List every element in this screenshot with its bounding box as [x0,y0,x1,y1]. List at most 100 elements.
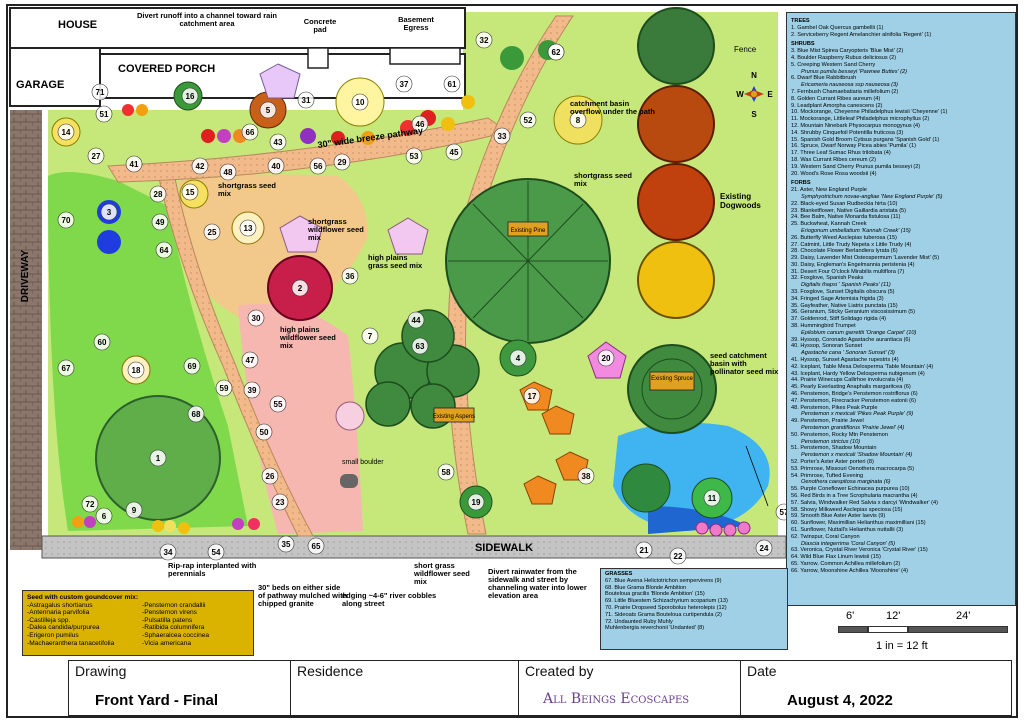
left-pathway [157,173,314,537]
grasses-list: 67. Blue Avena Helictotrichon sempervire… [605,578,783,632]
legend-entry: 44. Prairie Winecups Callirhoe involucra… [791,377,904,384]
legend-entry: 6. Dwarf Blue Rabbitbrush [791,75,857,82]
legend-entry: 46. Penstemon, Bridge's Penstemon rostri… [791,391,918,398]
shortgrass-wildflower-label: shortgrass wildflower seed mix [308,218,364,242]
existing-aspens-label: Existing Aspens [433,414,475,420]
legend-entry: 8. Golden Currant Ribes aureum (4) [791,95,881,102]
plant-marker-number: 71 [96,88,105,97]
plant-marker-number: 10 [356,98,365,107]
right-pathway [447,15,574,535]
legend-entry: 1. Gambel Oak Quercus gambellii (1) [791,24,884,31]
garage-label: GARAGE [16,79,64,91]
plant-marker-circle [100,203,118,221]
plant-marker-number: 59 [220,384,229,393]
plant-marker-number: 67 [62,364,71,373]
legend-entry: 63. Veronica, Crystal River Veronica 'Cr… [791,547,928,554]
drawing-cell: Drawing Front Yard - Final [69,661,291,715]
plant-marker-circle [181,183,199,201]
legend-entry: 43. Iceplant, Hardy Yellow Delosperma nu… [791,370,925,377]
plant-marker-number: 62 [552,48,561,57]
legend-entry: 57. Salvia, Windwalker Red Salvia x darc… [791,499,939,506]
legend-entry: 25. Buckwheat, Kannah Creek [791,221,867,228]
plant-marker-number: 23 [276,498,285,507]
plant-marker-circle [95,507,113,525]
plant-marker-number: 36 [346,272,355,281]
plan-drawing: Existing Pine Existing Spruce Existing A… [9,7,793,608]
drawing-label: Drawing [75,663,127,679]
plant-marker-circle [309,157,327,175]
high-plains-wildflower-label: high plains wildflower seed mix [280,326,336,350]
basement-egress [389,47,461,65]
legend-entry: 51. Penstemon, Shadow Mountain [791,445,877,452]
date-value: August 4, 2022 [787,692,893,709]
plant-marker-circle [395,75,413,93]
compass-n: N [751,71,757,80]
plant-marker-number: 6 [102,512,107,521]
residence-label: Residence [297,663,364,679]
legend-entry: 12. Mountain Ninebark Physocarpus monogy… [791,122,921,129]
legend-entry: 42. Iceplant, Table Mesa Delosperma 'Tab… [791,363,934,370]
plant-marker-number: 50 [260,428,269,437]
legend-entry: 40. Hyssop, Sonoran Sunset [791,343,863,350]
date-cell: Date August 4, 2022 [741,661,1011,715]
seed-species: -Penstemon virens [142,609,197,617]
legend-entry: 34. Fringed Sage Artemisia frigida (3) [791,295,884,302]
plant-number-markers: 1234567891011121314151617181920212223242… [57,31,793,565]
plant-marker-circle [183,357,201,375]
plant-marker-circle [475,31,493,49]
plant-marker-number: 70 [62,216,71,225]
legend-entry: 59. Smooth Blue Aster Aster laevis (9) [791,513,886,520]
plant-marker-number: 14 [62,128,71,137]
compass-s: S [751,110,757,119]
plant-marker-circle [57,211,75,229]
legend-entry: 19. Western Sand Cherry Prunus pumila be… [791,163,921,170]
legend-entry: 30. Daisy, Engleman's Engelmannia perist… [791,261,915,268]
legend-entry: 26. Butterfly Weed Asclepias tuberosa (1… [791,234,897,241]
compass-e: E [767,90,773,99]
legend-entry: 2. Serviceberry Regent Amelanchier alnif… [791,31,932,38]
high-plains-grass-label: high plains grass seed mix [368,254,423,270]
legend-entry: 55. Purple Coneflower Echinacea purpurea… [791,486,910,493]
beds-note: 30" beds on either side of pathway mulch… [258,584,348,608]
legend-entry: 62. Twinspur, Coral Canyon [791,533,860,540]
plant-marker-number: 33 [498,132,507,141]
plant-marker-number: 51 [100,110,109,119]
plant-marker-number: 30 [252,314,261,323]
plant-marker-number: 72 [86,500,95,509]
plant-marker-number: 56 [314,162,323,171]
plant-marker-circle [341,267,359,285]
plant-marker-number: 2 [298,284,303,293]
legend-entry: 15. Spanish Gold Broom Cytisus purgans '… [791,136,940,143]
seed-species: -Sphaeralcea coccinea [142,631,210,639]
legend-entry: 58. Showy Milkweed Asclepias speciosa (1… [791,506,903,513]
legend-entry: 23. Blanketflower, Native Gaillardia ari… [791,207,907,214]
drawing-value: Front Yard - Final [95,692,219,709]
plant-marker-circle [669,547,687,565]
legend-entry: 69. Little Bluestem Schizachyrium scopar… [605,598,728,605]
legend-entry: Penstemon x mexicali 'Shadow Mountain' (… [801,452,913,459]
plant-marker-circle [261,467,279,485]
legend-entry: 39. Hyssop, Coronado Agastache aurantiac… [791,336,911,343]
seed-column-1: -Astragalus shortianus-Antennaria parvif… [27,602,134,648]
divert-runoff-note: Divert runoff into a channel toward rain… [136,12,277,28]
plant-marker-circle [523,387,541,405]
grasses-legend: GRASSES 67. Blue Avena Helictotrichon se… [600,568,788,650]
plant-marker-circle [351,93,369,111]
plant-marker-number: 25 [208,228,217,237]
legend-entry: Agastache cana ' Sonoran Sunset' (3) [801,350,895,357]
legend-entry: 67. Blue Avena Helictotrichon sempervire… [605,577,722,584]
plant-marker-number: 32 [480,36,489,45]
plant-marker-number: 1 [156,454,161,463]
plant-marker-number: 27 [92,152,101,161]
seed-species: -Pulsatilla patens [142,616,193,624]
plant-marker-circle [191,157,209,175]
company-logo-text: All Beings Ecoscapes [543,691,690,707]
legend-entry: 53. Primrose, Missouri Oenothera macroca… [791,465,915,472]
legend-entry: 35. Gayfeather, Native Liatris punctata … [791,302,898,309]
plant-marker-circle [411,115,429,133]
legend-entry: 61. Sunflower, Nuttall's Helianthus nutt… [791,526,904,533]
legend-entry: 20. Wood's Rose Rosa woodsii (4) [791,170,877,177]
plant-marker-number: 35 [282,540,291,549]
seed-species: -Ratibida columnifera [142,624,205,632]
plant-marker-circle [333,153,351,171]
